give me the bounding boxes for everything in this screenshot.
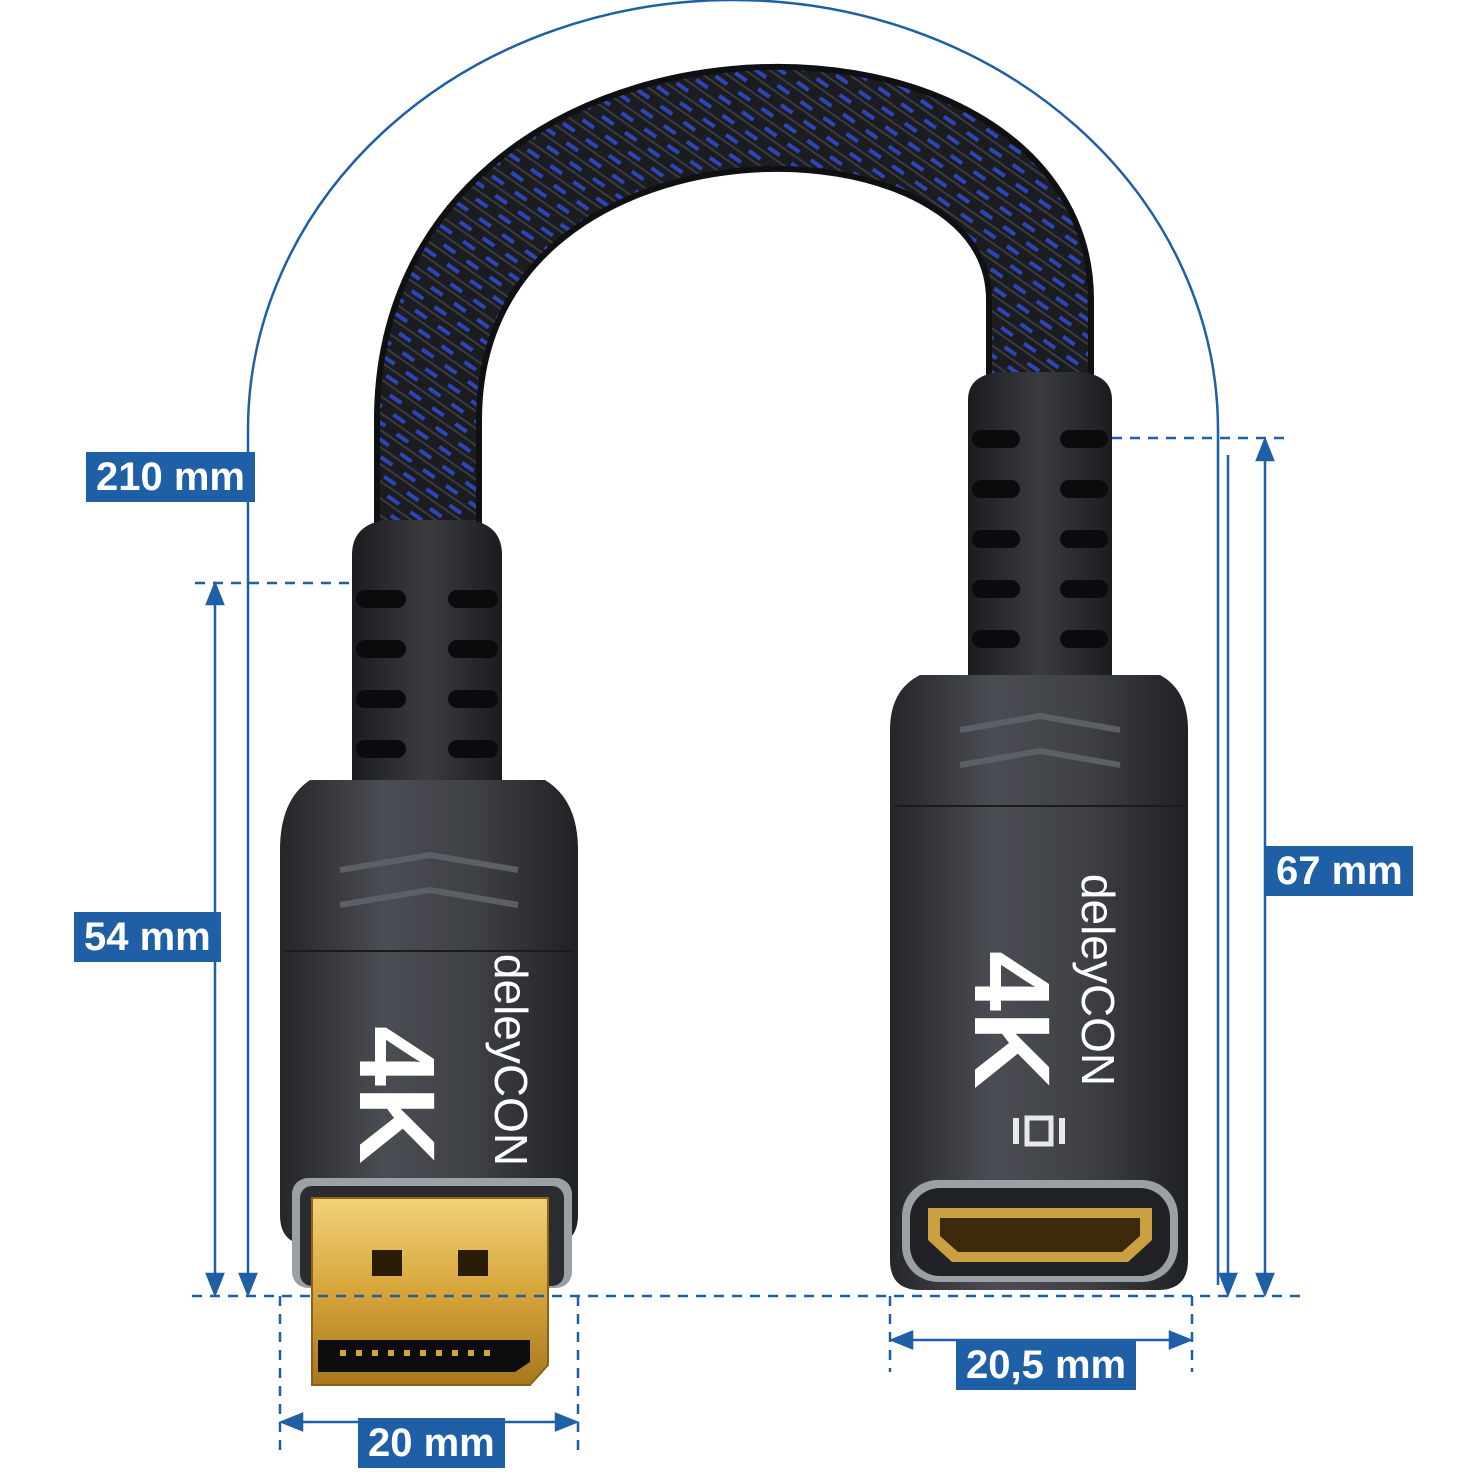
total-length-arc xyxy=(246,0,1220,1285)
hdmi-strain-relief xyxy=(968,372,1112,700)
dp-width-label: 20 mm xyxy=(358,1418,505,1468)
dimension-guides xyxy=(192,436,1300,1450)
total-length-label: 210 mm xyxy=(86,452,255,502)
hdmi-width-label: 20,5 mm xyxy=(956,1340,1137,1390)
dp-resolution-text: 4K xyxy=(337,1026,458,1164)
dp-length-label: 54 mm xyxy=(74,912,221,962)
hdmi-symbol-icon xyxy=(1013,1115,1065,1147)
hdmi-brand-text: deleyCON xyxy=(1072,874,1124,1086)
hdmi-female-socket xyxy=(890,675,1188,1290)
dp-strain-relief xyxy=(352,520,502,800)
hdmi-resolution-text: 4K xyxy=(952,951,1073,1089)
dp-brand-text: deleyCON xyxy=(485,954,537,1166)
displayport-plug xyxy=(280,780,578,1386)
hdmi-length-label: 67 mm xyxy=(1266,846,1413,896)
